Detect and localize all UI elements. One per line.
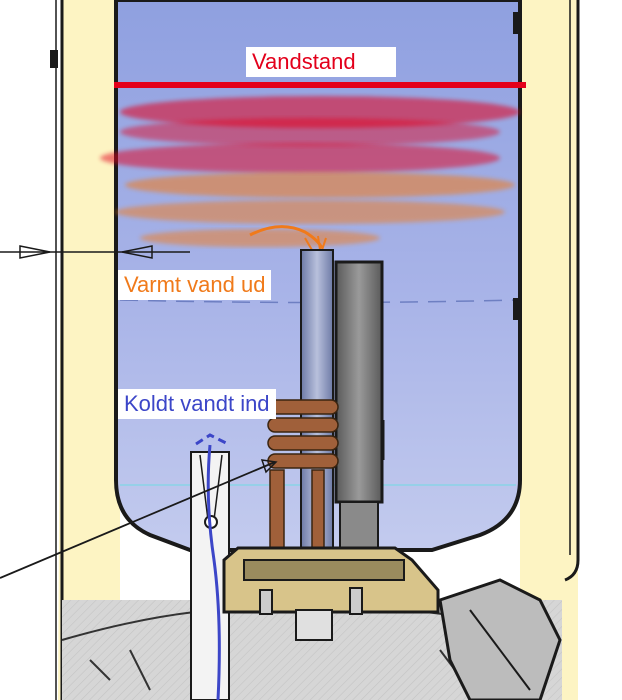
annotation-lines	[0, 245, 278, 579]
hot-water-out-label: Varmt vand ud	[118, 270, 272, 300]
thermostat-housing	[438, 578, 562, 700]
bottom-flange	[222, 546, 440, 641]
heating-element	[334, 260, 384, 553]
cold-water-in-label: Koldt vandt ind	[118, 389, 276, 419]
hot-water-zone	[100, 96, 520, 251]
hot-water-out-text: Varmt vand ud	[124, 272, 266, 297]
insulation-jacket	[50, 0, 580, 700]
water-level-label: Vandstand	[246, 47, 396, 77]
cold-water-in-text: Koldt vandt ind	[124, 391, 270, 416]
copper-coil	[267, 399, 385, 553]
water-level-text: Vandstand	[252, 49, 356, 74]
